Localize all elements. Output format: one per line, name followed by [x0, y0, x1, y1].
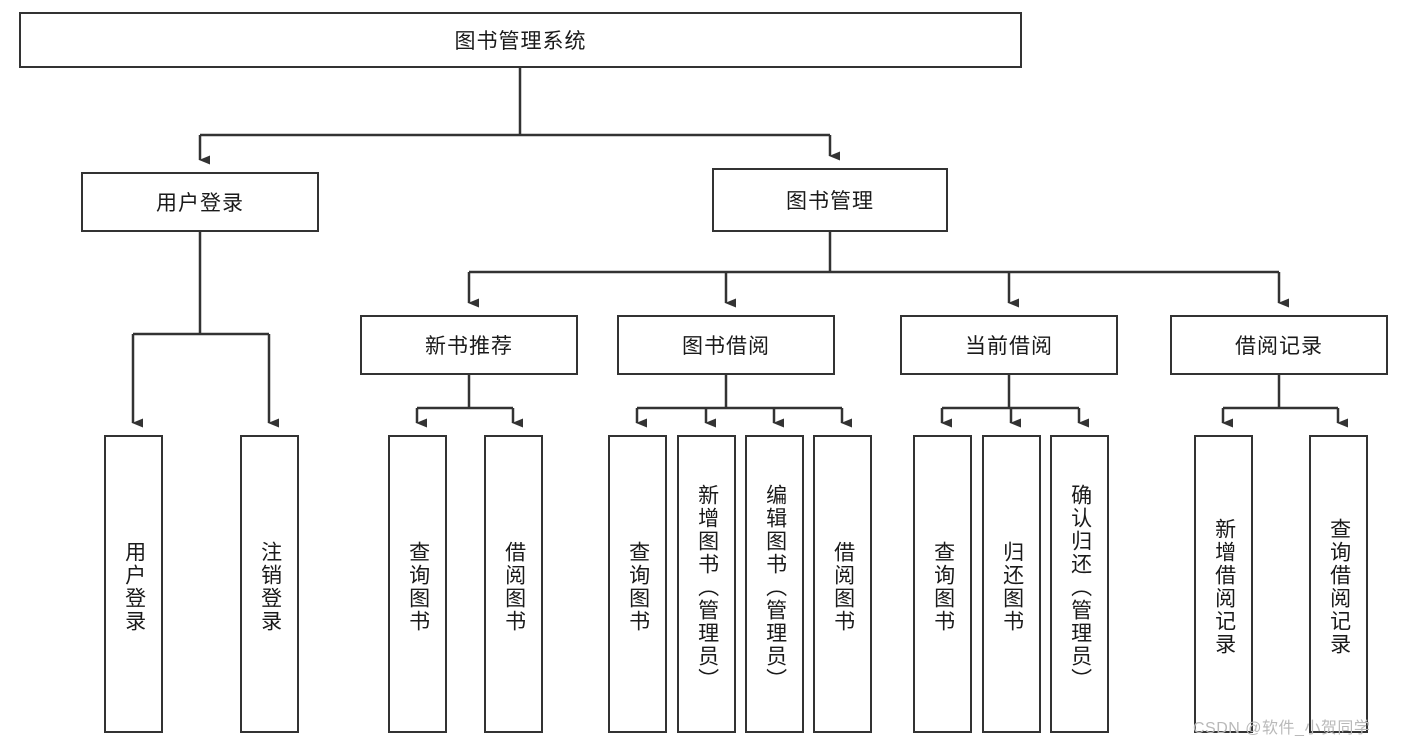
leaf-record-add-record[interactable]: 新增借阅记录 — [1194, 435, 1253, 733]
leaf-borrow-query-book[interactable]: 查询图书 — [608, 435, 667, 733]
csdn-watermark: CSDN @软件_小贺同学 — [1193, 720, 1371, 737]
leaf-current-return-book[interactable]: 归还图书 — [982, 435, 1041, 733]
node-current-borrow[interactable]: 当前借阅 — [900, 315, 1118, 375]
leaf-borrow-edit-book-admin[interactable]: 编辑图书（管理员） — [745, 435, 804, 733]
leaf-record-query-record[interactable]: 查询借阅记录 — [1309, 435, 1368, 733]
leaf-user-login[interactable]: 用户登录 — [104, 435, 163, 733]
node-book-management[interactable]: 图书管理 — [712, 168, 948, 232]
leaf-current-confirm-return-admin[interactable]: 确认归还（管理员） — [1050, 435, 1109, 733]
node-root-system[interactable]: 图书管理系统 — [19, 12, 1022, 68]
leaf-newbook-borrow-book[interactable]: 借阅图书 — [484, 435, 543, 733]
node-new-book-recommend[interactable]: 新书推荐 — [360, 315, 578, 375]
node-book-borrow[interactable]: 图书借阅 — [617, 315, 835, 375]
leaf-newbook-query-book[interactable]: 查询图书 — [388, 435, 447, 733]
node-borrow-record[interactable]: 借阅记录 — [1170, 315, 1388, 375]
node-user-login[interactable]: 用户登录 — [81, 172, 319, 232]
leaf-borrow-borrow-book[interactable]: 借阅图书 — [813, 435, 872, 733]
leaf-current-query-book[interactable]: 查询图书 — [913, 435, 972, 733]
leaf-borrow-add-book-admin[interactable]: 新增图书（管理员） — [677, 435, 736, 733]
leaf-logout[interactable]: 注销登录 — [240, 435, 299, 733]
